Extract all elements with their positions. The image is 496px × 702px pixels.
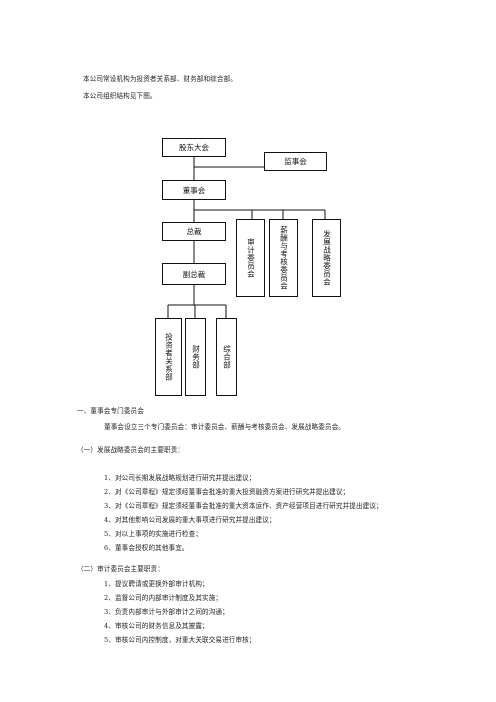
- org-node-dept-finance: 财务部: [185, 318, 206, 396]
- org-node-committee-audit: 审计委员会: [236, 219, 265, 297]
- org-node-vice-gm: 副总裁: [162, 263, 226, 285]
- list-item: 4、对其他影响公司发展的重大事项进行研究并提出建议；: [104, 516, 276, 524]
- org-node-dept-general: 综合部: [216, 318, 237, 396]
- list-item: 3、负责内部审计与外部审计之间的沟通；: [104, 608, 229, 616]
- org-node-committee-strategy: 发展战略委员会: [312, 219, 341, 297]
- intro-line-1: 本公司常设机构为投资者关系部、财务部和综合部。: [83, 75, 237, 83]
- list-item: 3、对《公司章程》规定须经董事会批准的重大资本运作、资产经营项目进行研究并提出建…: [104, 502, 383, 510]
- list-item: 4、审核公司的财务信息及其披露；: [104, 622, 209, 630]
- org-node-supervisors: 监事会: [264, 152, 327, 171]
- section-intro: 董事会设立三个专门委员会：审计委员会、薪酬与考核委员会、发展战略委员会。: [104, 423, 345, 431]
- sub1-heading: （一）发展战略委员会的主要职责：: [77, 446, 185, 454]
- list-item: 1、对公司长期发展战略规划进行研究并提出建议；: [104, 474, 256, 482]
- list-item: 1、提议聘请或更换外部审计机构；: [104, 580, 209, 588]
- list-item: 5、对以上事项的实施进行检查；: [104, 530, 203, 538]
- org-chart-connectors: [167, 152, 326, 318]
- section-heading: 一、董事会专门委员会: [77, 407, 144, 415]
- org-node-dept-ir: 投资者关系部: [155, 318, 182, 396]
- org-node-shareholders: 股东大会: [162, 138, 226, 157]
- list-item: 2、监督公司的内部审计制度及其实施；: [104, 594, 223, 602]
- intro-line-2: 本公司组织结构见下图。: [83, 92, 157, 100]
- list-item: 6、董事会授权的其他事宜。: [104, 544, 189, 552]
- sub2-heading: （二）审计委员会主要职责：: [77, 565, 165, 573]
- org-node-gm: 总裁: [162, 222, 226, 241]
- org-node-committee-compensation: 薪酬与考核委员会: [269, 219, 298, 297]
- list-item: 2、对《公司章程》规定须经董事会批准的重大投资融资方案进行研究并提出建议；: [104, 488, 350, 496]
- list-item: 5、审核公司内控制度，对重大关联交易进行审核；: [104, 636, 256, 644]
- org-node-board: 董事会: [162, 180, 226, 200]
